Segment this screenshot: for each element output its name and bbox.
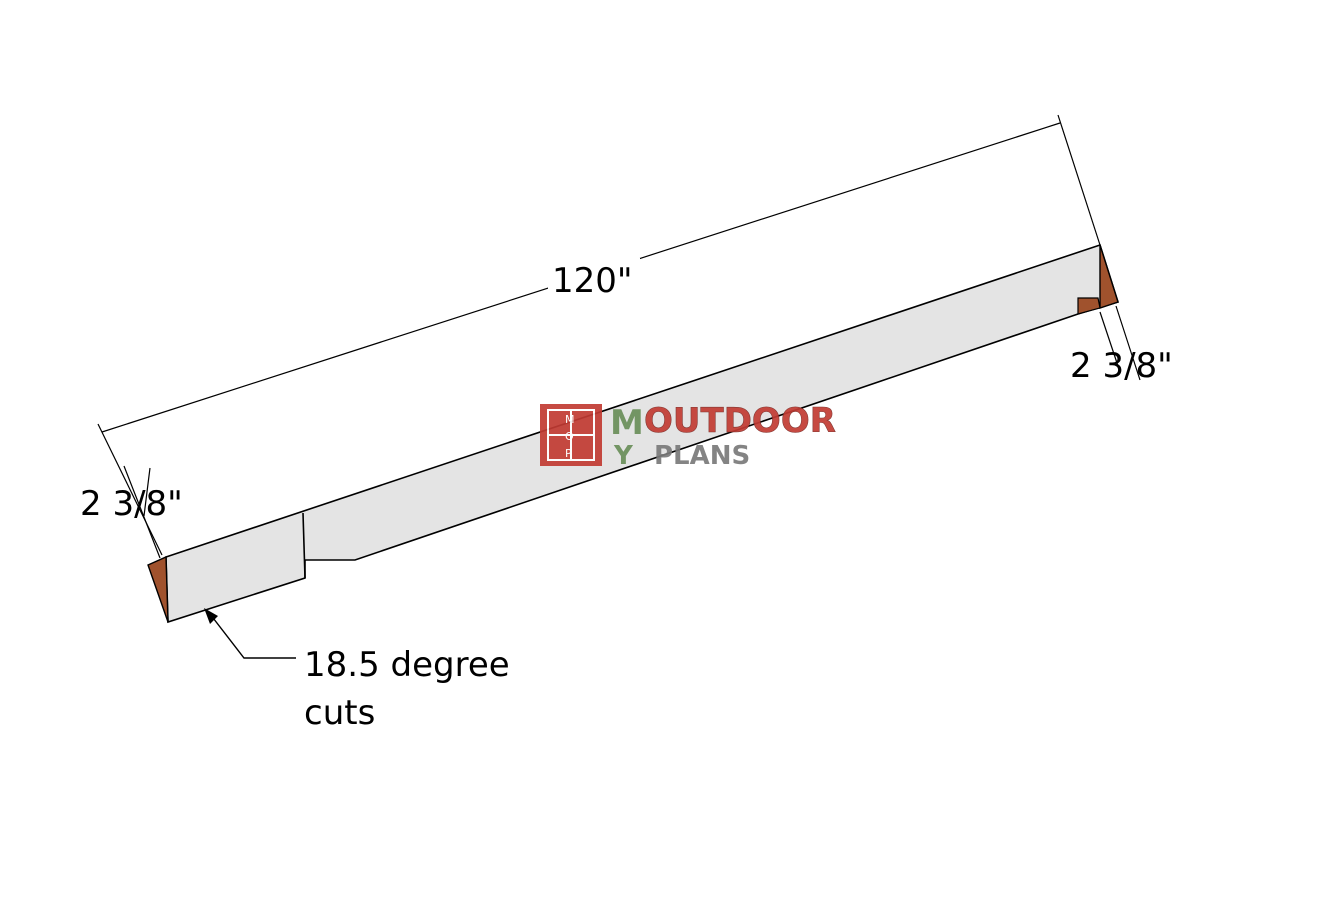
- myoutdoorplans-logo: M O P M OUTDOOR Y PLANS: [540, 401, 836, 471]
- length-extension-left: [97, 423, 163, 556]
- logo-emblem-letter-m: M: [565, 413, 575, 426]
- logo-emblem-letter-p: P: [565, 447, 572, 460]
- right-width-label: 2 3/8": [1070, 346, 1173, 386]
- cut-note-line1: 18.5 degree: [304, 645, 510, 685]
- cut-note-leader: [209, 613, 296, 659]
- left-cut-end: [147, 555, 169, 623]
- right-width-dimension-line: [1099, 311, 1121, 373]
- left-width-label: 2 3/8": [80, 484, 183, 524]
- logo-emblem-letter-o: O: [565, 430, 574, 443]
- cut-note-arrowhead: [204, 608, 218, 624]
- right-width-extension: [1115, 305, 1141, 381]
- length-extension-right: [1057, 114, 1101, 246]
- birdsmouth-notch: [302, 512, 306, 579]
- cut-note-line2: cuts: [304, 693, 375, 733]
- left-width-dimension-line: [123, 465, 161, 559]
- logo-word-plans: PLANS: [654, 441, 750, 471]
- logo-word-m: M: [610, 403, 644, 443]
- left-width-tick: [143, 467, 151, 517]
- right-end-notch: [1077, 297, 1101, 315]
- right-cut-end: [1099, 244, 1119, 309]
- length-label-bg: [548, 258, 640, 298]
- logo-word-y: Y: [613, 441, 634, 471]
- logo-word-outdoor: OUTDOOR: [644, 401, 836, 441]
- length-label: 120": [552, 261, 633, 301]
